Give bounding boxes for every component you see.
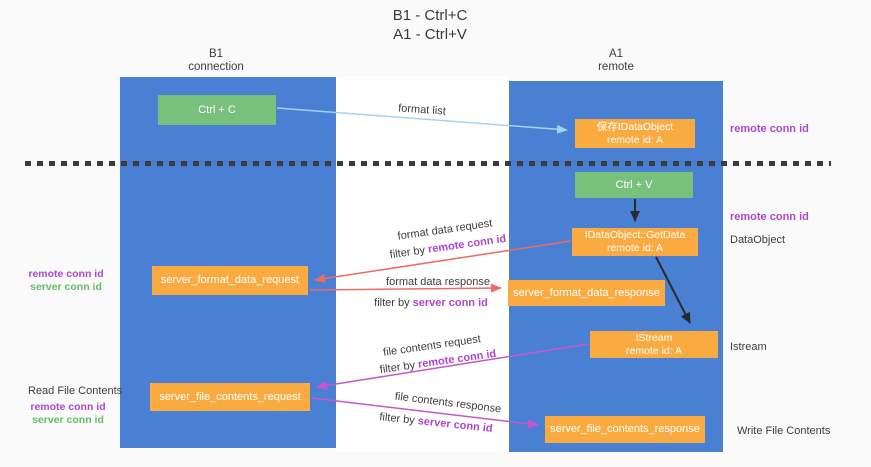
side-label-dataobject: DataObject [730, 234, 786, 246]
node-server-file-contents-response: server_file_contents_response [545, 416, 705, 443]
node-ctrl-c-label: Ctrl + C [198, 103, 236, 116]
node-ctrl-v-label: Ctrl + V [615, 178, 653, 191]
side-label-remote-conn-mid: remote conn id [730, 211, 809, 223]
node-server-format-data-request-label: server_format_data_request [160, 274, 300, 286]
session-divider [25, 161, 831, 166]
title-line-2: A1 - Ctrl+V [393, 26, 467, 43]
lane-header-b1-line2: connection [188, 61, 244, 73]
filter-value-server-1: server conn id [412, 297, 488, 309]
node-ctrl-v: Ctrl + V [575, 172, 693, 198]
node-getdata: IDataObject::GetData remote id: A [572, 228, 698, 256]
side-label-write-file-contents: Write File Contents [737, 425, 831, 437]
page-title: B1 - Ctrl+C A1 - Ctrl+V [0, 6, 860, 44]
node-server-format-data-response: server_format_data_response [508, 280, 665, 306]
lane-header-a1: A1 remote [598, 48, 634, 74]
node-ctrl-c: Ctrl + C [158, 95, 276, 125]
flow-label-format-data-response: format data response [386, 276, 490, 288]
node-save-dataobject-line1: 保存IDataObject [596, 120, 674, 133]
side-label-left2-remote: remote conn id [30, 401, 106, 413]
node-getdata-line1: IDataObject::GetData [584, 229, 686, 241]
side-label-istream: Istream [730, 341, 767, 353]
node-server-file-contents-response-label: server_file_contents_response [550, 423, 700, 435]
node-istream-line1: IStream [635, 331, 673, 344]
side-label-left2-server: server conn id [32, 414, 104, 426]
filter-prefix-2: filter by [374, 297, 410, 309]
node-save-dataobject: 保存IDataObject remote id: A [575, 119, 695, 148]
side-label-group-file: remote conn id server conn id [16, 401, 120, 427]
lane-header-b1-line1: B1 [208, 48, 224, 60]
flow-label-filter-server-1: filter by server conn id [374, 297, 488, 309]
node-server-format-data-response-label: server_format_data_response [513, 286, 660, 299]
node-istream: IStream remote id: A [590, 331, 718, 358]
side-label-left1-remote: remote conn id [28, 268, 104, 280]
side-label-read-file-contents: Read File Contents [28, 385, 123, 397]
node-server-file-contents-request: server_file_contents_request [150, 383, 310, 411]
lane-header-a1-line2: remote [598, 61, 634, 73]
lane-header-b1: B1 connection [188, 48, 244, 74]
side-label-left1-server: server conn id [30, 281, 102, 293]
node-server-file-contents-request-label: server_file_contents_request [159, 390, 301, 403]
lane-header-a1-line1: A1 [608, 48, 624, 60]
side-label-group-format: remote conn id server conn id [14, 268, 118, 294]
node-istream-line2: remote id: A [625, 344, 683, 357]
side-label-remote-conn-top: remote conn id [730, 123, 809, 135]
title-line-1: B1 - Ctrl+C [392, 7, 468, 24]
node-getdata-line2: remote id: A [606, 242, 663, 254]
node-save-dataobject-line2: remote id: A [606, 133, 663, 146]
node-server-format-data-request: server_format_data_request [152, 266, 308, 295]
